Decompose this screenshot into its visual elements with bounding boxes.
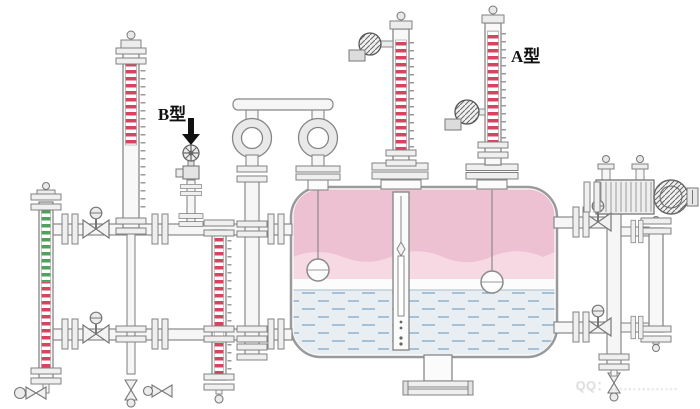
loop-ring-left [232,118,272,158]
tank-liquid-hatch [293,290,555,355]
loop-ring-right [298,118,338,158]
type-a-label: A型 [511,46,540,66]
loop-seal-piping [231,98,339,169]
indicator-column [214,235,224,375]
type-b-valve-assembly [175,144,200,225]
tank-bottom-drain [402,354,474,396]
horizontal-tank [289,185,559,359]
indicator-column [125,59,137,146]
tank-top-nozzles [295,162,519,191]
top-gauge-type-a [444,5,506,166]
actuator-head-icon [653,179,689,215]
bottom-fittings [142,367,621,402]
indicator-green-section [41,207,51,283]
arrow-head-icon [182,134,200,145]
tank-internals [306,190,504,351]
drain-cap [214,394,224,404]
regulator-body [182,165,200,180]
vent-knob [126,30,136,40]
external-chamber-transmitter [595,155,699,215]
tank-interface-band [293,279,555,290]
finned-chamber [595,179,655,215]
tank-vapor-wave-band [293,251,555,281]
handwheel-icon [13,386,27,400]
arrow-shaft [188,118,194,134]
handwheel-icon [126,398,136,408]
top-gauge-middle [348,11,414,166]
left-level-gauge [13,182,56,400]
vent-knob [488,5,498,15]
drain-cap [652,344,660,352]
type-b-label: B型 [158,104,186,124]
handwheel-icon [609,392,619,402]
drain-valve-icon [124,379,138,401]
watermark: QQ：⋯⋯⋯⋯⋯ [576,379,678,393]
indicator-column [395,39,407,151]
drain-valve-icon [25,386,47,400]
transmitter-head-icon [454,99,480,125]
displacer-float [397,255,405,317]
drain-valve-icon [151,384,173,398]
vent-knob [396,11,406,21]
indicator-column [487,30,499,148]
annotations: B型 A型 [158,46,540,145]
handwheel-icon [142,385,154,397]
indicator-red-section [41,281,51,371]
